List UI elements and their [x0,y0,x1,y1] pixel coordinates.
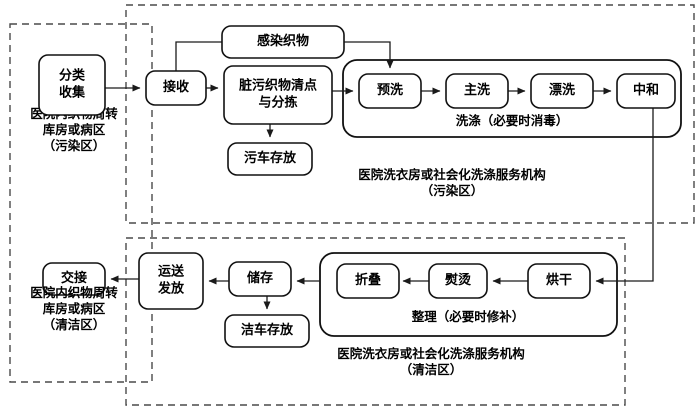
node-hongan-label: 烘干 [546,272,572,287]
zone-labels: 医院内织物周转库房或病区（清洁区） [30,285,118,332]
node-hongan[interactable]: 烘干 [527,263,591,299]
group-zhengli-label: 整理（必要时修补） [412,309,525,324]
node-jiaojie-label: 交接 [61,270,87,285]
connectors [105,41,654,310]
node-jieshou-label: 接收 [163,79,190,94]
zone-laundry-clean: 医院洗衣房或社会化洗涤服务机构（清洁区） [125,237,626,406]
node-piaoxi[interactable]: 漂洗 [530,73,594,109]
label-hospital-clean: 医院内织物周转库房或病区（清洁区） [30,285,118,332]
zone-laundry-dirty: 医院洗衣房或社会化洗涤服务机构（污染区） [125,4,695,224]
node-piaoxi-label: 漂洗 [549,82,575,97]
node-fenlei-label: 分类收集 [59,67,86,99]
node-jiaojie[interactable]: 交接 [42,262,106,296]
node-zhedie[interactable]: 折叠 [336,263,400,299]
node-ganran[interactable]: 感染织物 [221,25,345,59]
zone-laundry-clean-label: 医院洗衣房或社会化洗涤服务机构（清洁区） [337,346,525,377]
node-jieshou[interactable]: 接收 [145,70,207,106]
connector-jieshou-to-ganran [175,41,222,71]
zone-boundaries: 医院内织物周转库房或病区（污染区）医院洗衣房或社会化洗涤服务机构（污染区）医院洗… [9,4,695,406]
group-zhengli: 整理（必要时修补） [319,252,618,337]
node-chucun-label: 储存 [246,270,273,285]
connector-ganran-to-yuxi [344,41,394,69]
node-zhuxi-label: 主洗 [464,82,490,97]
node-yunsong-label: 运送发放 [157,263,185,295]
node-chucun[interactable]: 储存 [228,261,292,297]
node-zangwu-label: 脏污织物清点与分拣 [239,77,317,109]
group-xidi: 洗涤（必要时消毒） [342,59,682,138]
node-jieche[interactable]: 洁车存放 [224,314,310,348]
node-zhonghe-label: 中和 [633,82,659,97]
node-jieche-label: 洁车存放 [241,322,294,337]
process-groups: 洗涤（必要时消毒） 整理（必要时修补） [319,59,682,337]
node-fenlei[interactable]: 分类收集 [38,54,106,116]
node-yuxi[interactable]: 预洗 [358,73,422,109]
node-ganran-label: 感染织物 [257,33,309,48]
node-zhonghe[interactable]: 中和 [616,73,676,109]
node-yuxi-label: 预洗 [377,82,403,97]
connector-zhonghe-to-hongan [595,108,654,285]
node-zangwu[interactable]: 脏污织物清点与分拣 [223,65,333,125]
node-yuntang[interactable]: 熨烫 [428,263,488,299]
group-xidi-label: 洗涤（必要时消毒） [456,113,569,128]
zone-laundry-dirty-label: 医院洗衣房或社会化洗涤服务机构（污染区） [358,167,546,198]
node-wuche-label: 污车存放 [244,150,297,165]
node-wuche[interactable]: 污车存放 [227,142,313,176]
node-yuntang-label: 熨烫 [445,272,472,287]
node-yunsong[interactable]: 运送发放 [138,252,204,310]
node-zhedie-label: 折叠 [355,272,381,287]
node-zhuxi[interactable]: 主洗 [445,73,509,109]
